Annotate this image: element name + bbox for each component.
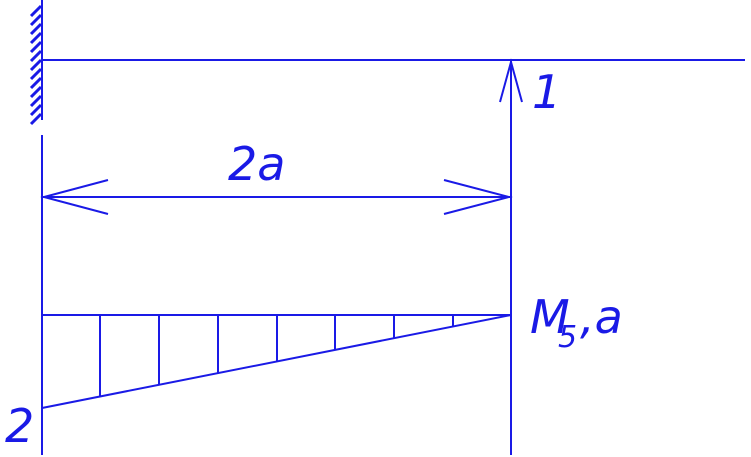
dimension-label: 2a <box>228 137 285 191</box>
fixed-support <box>29 0 43 126</box>
arrowhead-icon <box>499 58 523 103</box>
hatch-stroke <box>29 112 43 126</box>
moment-slope-line <box>41 314 512 409</box>
dimension-arrow-left-icon <box>40 179 109 215</box>
hatch-stroke <box>29 22 43 36</box>
moment-label: M 5 ,a <box>530 290 623 355</box>
moment-diagram <box>41 314 512 409</box>
hatch-stroke <box>29 76 43 90</box>
hatch-stroke <box>29 103 43 117</box>
point-label-2: 2 <box>5 399 34 453</box>
moment-ordinates <box>99 315 454 397</box>
hatch-stroke <box>29 67 43 81</box>
moment-label-subscript: 5 <box>558 320 577 355</box>
hatch-stroke <box>29 58 43 72</box>
hatch-stroke <box>29 31 43 45</box>
moment-label-main: M <box>530 290 570 344</box>
moment-label-suffix: ,a <box>580 290 623 344</box>
force-arrow-1 <box>499 58 523 103</box>
hatch-stroke <box>29 4 43 18</box>
dimension-line <box>40 179 513 215</box>
hatch-stroke <box>29 40 43 54</box>
dimension-arrow-right-icon <box>443 179 513 215</box>
hatch-stroke <box>29 13 43 27</box>
point-label-1: 1 <box>532 65 561 119</box>
hatch-stroke <box>29 49 43 63</box>
support-hatching <box>29 4 43 126</box>
hatch-stroke <box>29 85 43 99</box>
hatch-stroke <box>29 94 43 108</box>
